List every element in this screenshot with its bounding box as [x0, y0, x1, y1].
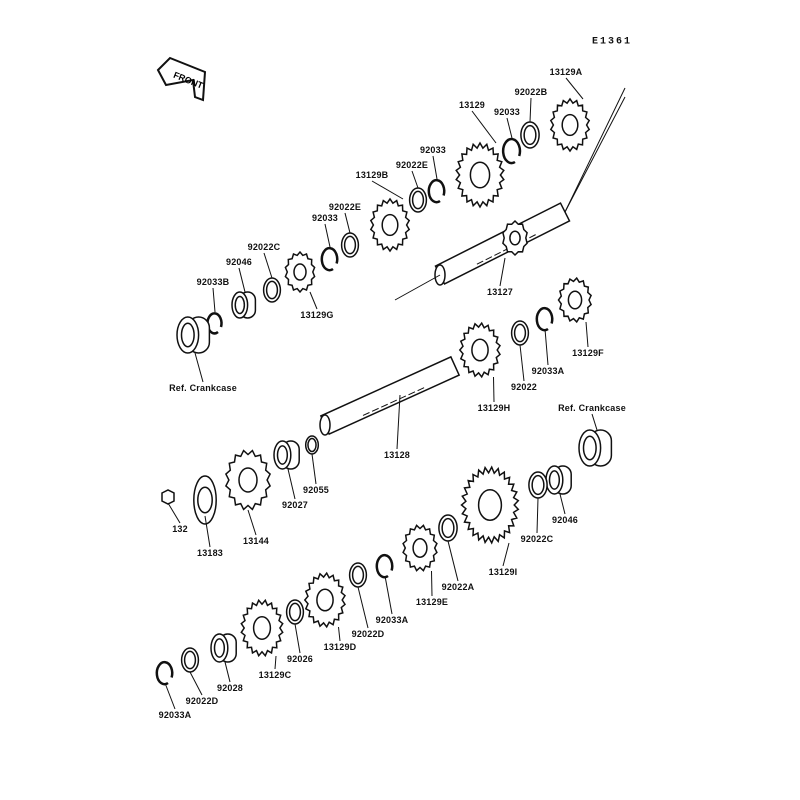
part-13144 — [224, 449, 272, 511]
part-13129d — [303, 571, 346, 629]
part-label: 13144 — [242, 536, 270, 546]
part-92022b — [520, 121, 540, 149]
part-label: Ref. Crankcase — [558, 403, 626, 413]
part-label: 92022D — [185, 696, 219, 706]
part-92033-2 — [427, 178, 446, 204]
part-92022d-1 — [348, 562, 368, 588]
part-92033b — [206, 312, 223, 335]
part-label: 13129G — [300, 310, 334, 320]
part-label: 13129C — [258, 670, 292, 680]
part-13129f — [557, 276, 593, 324]
part-label: 13129E — [415, 597, 449, 607]
part-13129g — [284, 250, 316, 294]
part-label: 92046 — [551, 515, 579, 525]
part-label: 92046 — [225, 257, 253, 267]
part-label: 13129D — [323, 642, 357, 652]
part-13129h — [458, 321, 501, 379]
front-arrow-icon: FRONT — [156, 56, 207, 102]
part-label: 13129A — [549, 67, 583, 77]
part-92046-1 — [231, 291, 257, 319]
part-13183 — [193, 475, 217, 525]
part-92046-2 — [545, 465, 572, 495]
part-92028 — [210, 633, 237, 663]
part-92022 — [510, 320, 530, 346]
part-label: 13128 — [383, 450, 411, 460]
part-label: 92033 — [493, 107, 521, 117]
part-label: 92033 — [419, 145, 447, 155]
part-132 — [161, 489, 175, 505]
part-label: 92026 — [286, 654, 314, 664]
part-label: 92033 — [311, 213, 339, 223]
part-label: 132 — [172, 524, 188, 534]
part-label: 92022D — [351, 629, 385, 639]
part-label: 13129B — [355, 170, 389, 180]
part-92022e-2 — [340, 232, 360, 258]
part-13129 — [455, 141, 505, 209]
part-92022a — [438, 514, 458, 542]
part-92022e-1 — [408, 187, 428, 213]
part-label: 13129H — [477, 403, 511, 413]
part-label: 92033A — [531, 366, 565, 376]
refcrankcase-2 — [578, 429, 613, 467]
part-label: 92027 — [281, 500, 309, 510]
part-92033-3 — [320, 246, 339, 272]
part-label: 92022E — [395, 160, 429, 170]
part-label: 13129I — [488, 567, 518, 577]
part-13128-shaft — [319, 355, 461, 436]
part-92033a-3 — [155, 660, 174, 686]
part-label: 92055 — [302, 485, 330, 495]
part-92022c-1 — [262, 277, 282, 303]
part-label: 13127 — [486, 287, 514, 297]
shaft-13127-integral-gear — [502, 219, 528, 257]
refcrankcase-1 — [176, 316, 211, 354]
part-13129b — [369, 197, 411, 253]
part-13129c — [240, 598, 284, 658]
part-13129i — [460, 465, 520, 545]
part-label: 92022 — [510, 382, 538, 392]
part-label: 92022A — [441, 582, 475, 592]
part-label: 92033A — [375, 615, 409, 625]
part-label: 92022B — [514, 87, 548, 97]
part-label: 92022C — [520, 534, 554, 544]
part-label: 92022E — [328, 202, 362, 212]
part-92033-1 — [501, 137, 522, 165]
part-13129e — [402, 524, 438, 572]
part-label: 92028 — [216, 683, 244, 693]
part-13129a — [549, 97, 591, 153]
part-label: 13129 — [458, 100, 486, 110]
part-label: 92022C — [247, 242, 281, 252]
diagram-code: E1361 — [591, 36, 633, 48]
part-92022c-2 — [528, 471, 548, 499]
part-label: Ref. Crankcase — [169, 383, 237, 393]
part-92033a-1 — [535, 306, 554, 332]
part-label: 92033A — [158, 710, 192, 720]
part-label: 92033B — [196, 277, 230, 287]
part-92055 — [304, 435, 320, 455]
part-label: 13183 — [196, 548, 224, 558]
part-label: 13129F — [572, 348, 604, 358]
part-92026 — [285, 599, 305, 625]
part-92033a-2 — [375, 553, 394, 579]
part-92022d-2 — [180, 647, 200, 673]
part-92027 — [273, 440, 300, 470]
